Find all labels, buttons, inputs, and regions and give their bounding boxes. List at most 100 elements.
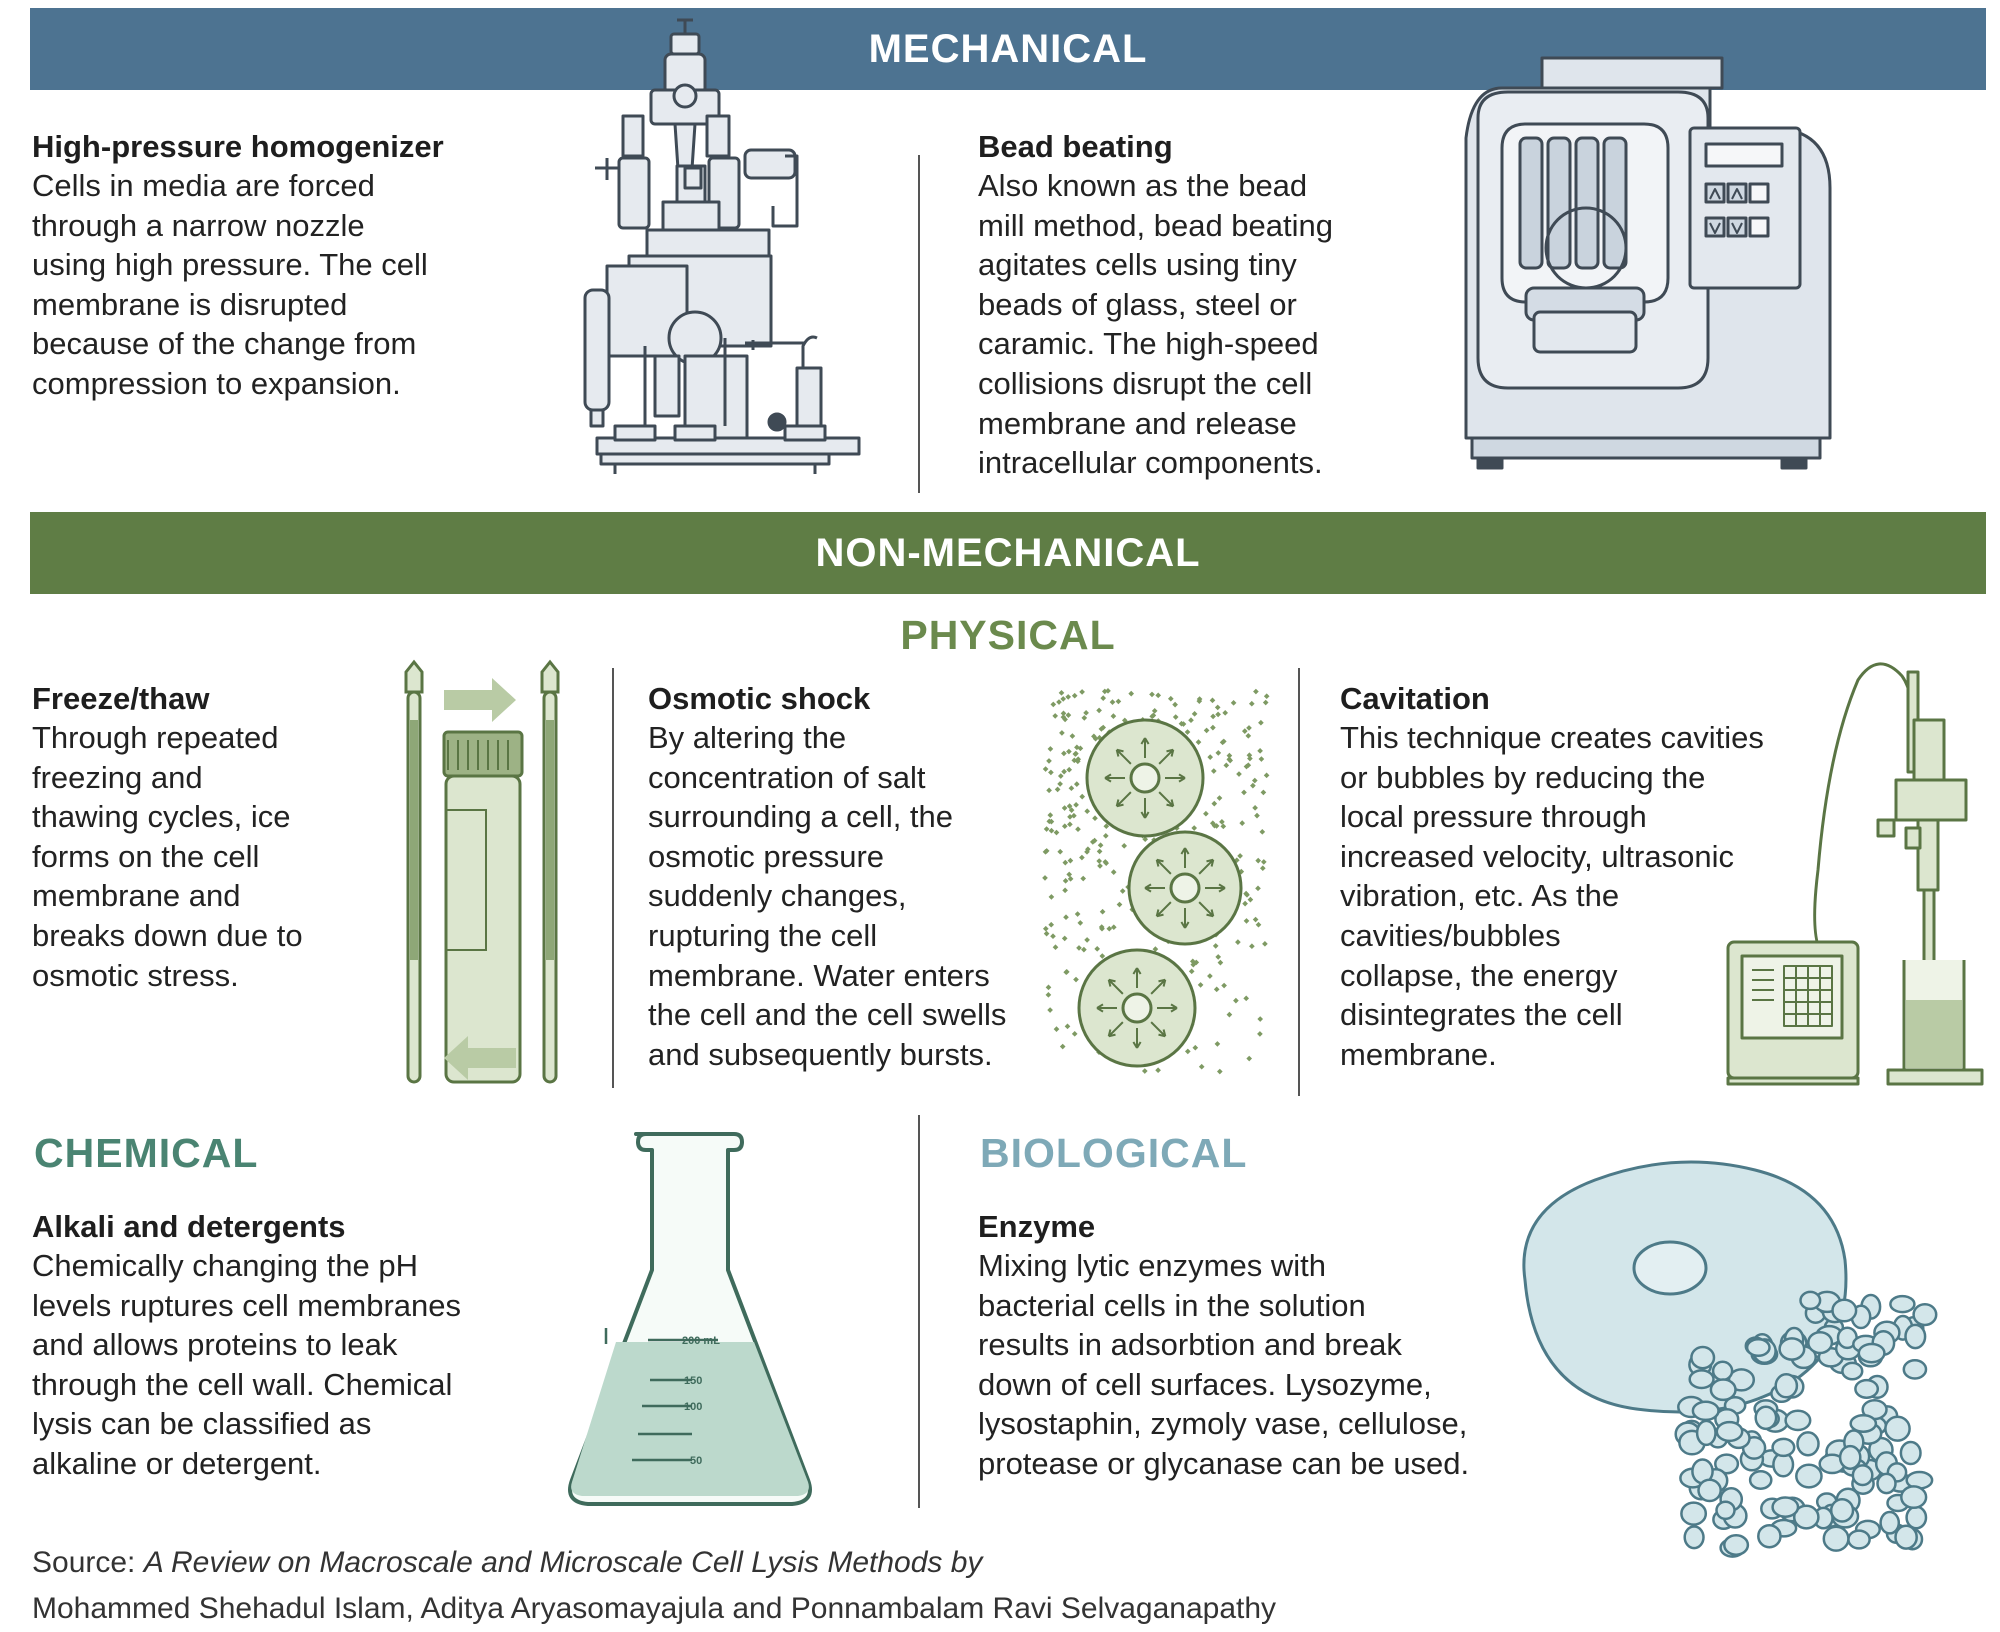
salt-particle — [1172, 714, 1179, 720]
water-inflow-arrow-icon — [1165, 773, 1186, 783]
bacterial-cell — [1715, 1420, 1744, 1443]
water-inflow-arrow-icon — [1132, 1028, 1142, 1049]
bacterial-cell — [1879, 1510, 1901, 1535]
osmotic-cells-icon — [1042, 688, 1270, 1075]
salt-particle — [1096, 707, 1102, 714]
bacterial-cell — [1771, 1496, 1800, 1518]
salt-particle — [1178, 720, 1185, 727]
salt-particle — [1096, 848, 1103, 855]
bacterial-cell — [1904, 1323, 1927, 1350]
salt-particle — [1054, 786, 1061, 793]
sonicator-icon — [1726, 662, 1984, 1086]
salt-particle — [1248, 700, 1255, 707]
salt-particle — [1191, 825, 1198, 831]
bacterial-cell — [1683, 1525, 1705, 1550]
salt-particle — [1085, 846, 1091, 853]
salt-particle — [1097, 842, 1104, 849]
water-inflow-arrow-icon — [1115, 748, 1132, 765]
salt-particle — [1073, 801, 1079, 808]
salt-particle — [1058, 689, 1065, 696]
homogenizer-card: High-pressure homogenizer Cells in media… — [32, 128, 572, 404]
salt-particle — [1188, 968, 1195, 975]
cell-nucleus — [1121, 992, 1153, 1024]
freeze-thaw-title: Freeze/thaw — [32, 681, 210, 716]
water-inflow-arrow-icon — [1144, 883, 1165, 893]
water-inflow-arrow-icon — [1115, 791, 1132, 808]
salt-particle — [1081, 715, 1088, 721]
salt-particle — [1233, 997, 1239, 1004]
water-inflow-arrow-icon — [1150, 1021, 1167, 1038]
salt-particle — [1210, 713, 1216, 720]
salt-particle — [1045, 984, 1052, 991]
water-inflow-arrow-icon — [1155, 901, 1172, 918]
salt-particle — [1210, 724, 1216, 731]
salt-particle — [1053, 829, 1060, 836]
flask-icon: 200 mL 150 100 50 — [568, 1132, 812, 1506]
bacterial-cell — [1889, 1294, 1916, 1314]
salt-particle — [1061, 750, 1067, 757]
bacterial-cell — [1884, 1415, 1911, 1442]
water-inflow-arrow-icon — [1132, 967, 1142, 988]
enzyme-cell-icon — [1522, 1160, 1938, 1558]
salt-particle — [1043, 930, 1050, 937]
salt-particle — [1048, 921, 1055, 928]
salt-particle — [1066, 871, 1073, 878]
salt-particle — [1068, 785, 1075, 792]
salt-particle — [1048, 769, 1054, 776]
salt-particle — [1223, 762, 1230, 769]
salt-particle — [1043, 826, 1050, 832]
salt-particle — [1115, 698, 1122, 705]
salt-particle — [1084, 808, 1091, 815]
salt-particle — [1059, 730, 1065, 736]
alkali-description: Chemically changing the pH levels ruptur… — [32, 1248, 462, 1481]
physical-heading: PHYSICAL — [900, 612, 1116, 658]
salt-particle — [1262, 699, 1269, 706]
water-inflow-arrow-icon — [1158, 748, 1175, 765]
salt-particle — [1207, 754, 1214, 760]
salt-particle — [1062, 878, 1069, 884]
bacterial-cell — [1697, 1478, 1722, 1503]
salt-particle — [1083, 710, 1089, 716]
bacterial-cell — [1838, 1444, 1862, 1470]
salt-particle — [1255, 885, 1261, 892]
salt-particle — [1198, 1063, 1205, 1070]
salt-particle — [1215, 711, 1221, 718]
salt-particle — [1243, 995, 1250, 1002]
salt-particle — [1241, 789, 1247, 796]
salt-particle — [1249, 943, 1255, 950]
salt-particle — [1079, 854, 1085, 861]
salt-particle — [1121, 842, 1128, 849]
bacterial-cell — [1899, 1440, 1922, 1466]
salt-particle — [1263, 693, 1270, 700]
water-inflow-arrow-icon — [1205, 883, 1226, 893]
water-inflow-arrow-icon — [1140, 798, 1150, 819]
divider-chem-bio — [918, 1115, 920, 1508]
salt-particle — [1243, 918, 1250, 924]
salt-particle — [1252, 916, 1259, 923]
salt-particle — [1260, 789, 1267, 796]
freeze-thaw-description: Through repeated freezing and thawing cy… — [32, 720, 303, 993]
water-inflow-arrow-icon — [1198, 901, 1215, 918]
osmotic-shock-description: By altering the concentration of salt su… — [648, 720, 1007, 1072]
alkali-card: Alkali and detergents Chemically changin… — [32, 1208, 552, 1484]
bacterial-cell — [1792, 1504, 1820, 1530]
homogenizer-description: Cells in media are forced through a narr… — [32, 168, 428, 401]
salt-particle — [1220, 823, 1227, 830]
bacterial-cell — [1709, 1378, 1737, 1402]
homogenizer-title: High-pressure homogenizer — [32, 129, 444, 164]
salt-particle — [1251, 777, 1258, 784]
salt-particle — [1230, 700, 1237, 706]
bacterial-cell — [1745, 1337, 1771, 1358]
mechanical-banner: MECHANICAL — [30, 8, 1986, 90]
salt-particle — [1052, 713, 1059, 719]
cavitation-card: Cavitation This technique creates caviti… — [1340, 680, 1830, 1074]
bead-beating-card: Bead beating Also known as the bead mill… — [978, 128, 1418, 483]
salt-particle — [1067, 857, 1074, 864]
source-line-1: Source: A Review on Macroscale and Micro… — [32, 1540, 1532, 1586]
salt-particle — [1067, 821, 1073, 828]
bacterial-cell — [1807, 1330, 1834, 1355]
salt-particle — [1061, 935, 1068, 942]
salt-particle — [1250, 782, 1256, 789]
water-inflow-arrow-icon — [1155, 858, 1172, 875]
salt-particle — [1241, 728, 1248, 734]
